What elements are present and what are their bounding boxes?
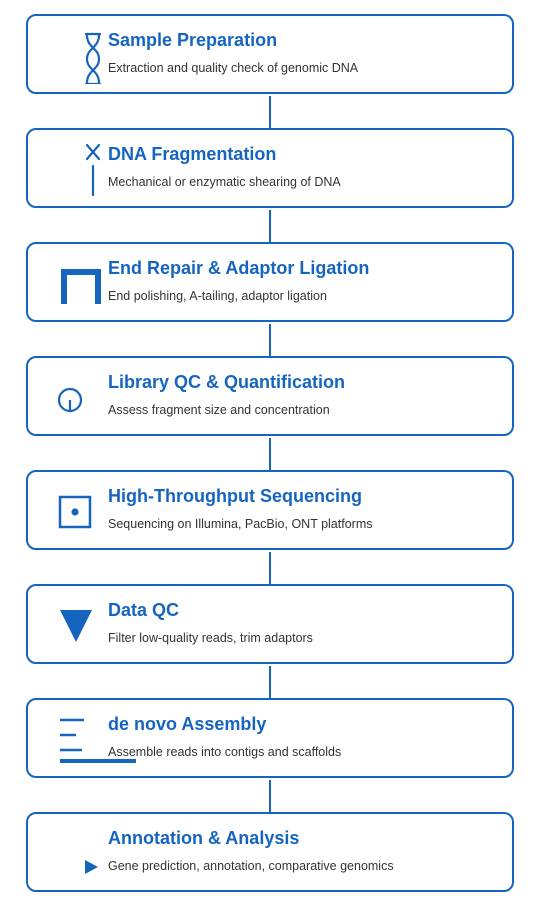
step-card-sequencing: High-Throughput Sequencing Sequencing on… — [26, 470, 514, 550]
step-title: DNA Fragmentation — [108, 144, 277, 164]
step-card-assembly: de novo Assembly Assemble reads into con… — [26, 698, 514, 778]
connector-line — [269, 210, 271, 244]
step-title: Annotation & Analysis — [108, 828, 300, 848]
dna-helix-icon — [56, 28, 104, 84]
step-title: High-Throughput Sequencing — [108, 486, 362, 506]
cut-strand-icon — [56, 142, 104, 198]
step-card-sample-preparation: Sample Preparation Extraction and qualit… — [26, 14, 514, 94]
assembly-lines-icon — [56, 712, 136, 768]
step-description: Filter low-quality reads, trim adaptors — [108, 631, 313, 645]
step-title: Sample Preparation — [108, 30, 278, 50]
qc-probe-icon — [56, 370, 104, 426]
step-description: Mechanical or enzymatic shearing of DNA — [108, 175, 341, 189]
flow-cell-icon — [56, 484, 104, 540]
step-title: de novo Assembly — [108, 714, 267, 734]
play-arrow-icon — [56, 826, 104, 882]
step-card-annotation: Annotation & Analysis Gene prediction, a… — [26, 812, 514, 892]
step-description: Sequencing on Illumina, PacBio, ONT plat… — [108, 517, 373, 531]
adaptor-bracket-icon — [56, 256, 104, 312]
connector-line — [269, 780, 271, 814]
step-card-end-repair: End Repair & Adaptor Ligation End polish… — [26, 242, 514, 322]
connector-line — [269, 552, 271, 586]
connector-line — [269, 666, 271, 700]
step-description: Gene prediction, annotation, comparative… — [108, 859, 394, 873]
step-description: End polishing, A-tailing, adaptor ligati… — [108, 289, 327, 303]
step-description: Assemble reads into contigs and scaffold… — [108, 745, 342, 759]
filter-triangle-icon — [56, 598, 104, 654]
connector-line — [269, 324, 271, 358]
step-title: Library QC & Quantification — [108, 372, 346, 392]
step-title: Data QC — [108, 600, 180, 620]
connector-line — [269, 96, 271, 130]
step-card-dna-fragmentation: DNA Fragmentation Mechanical or enzymati… — [26, 128, 514, 208]
step-description: Assess fragment size and concentration — [108, 403, 330, 417]
step-title: End Repair & Adaptor Ligation — [108, 258, 370, 278]
connector-line — [269, 438, 271, 472]
step-card-data-qc: Data QC Filter low-quality reads, trim a… — [26, 584, 514, 664]
step-description: Extraction and quality check of genomic … — [108, 61, 359, 75]
step-card-library-qc: Library QC & Quantification Assess fragm… — [26, 356, 514, 436]
